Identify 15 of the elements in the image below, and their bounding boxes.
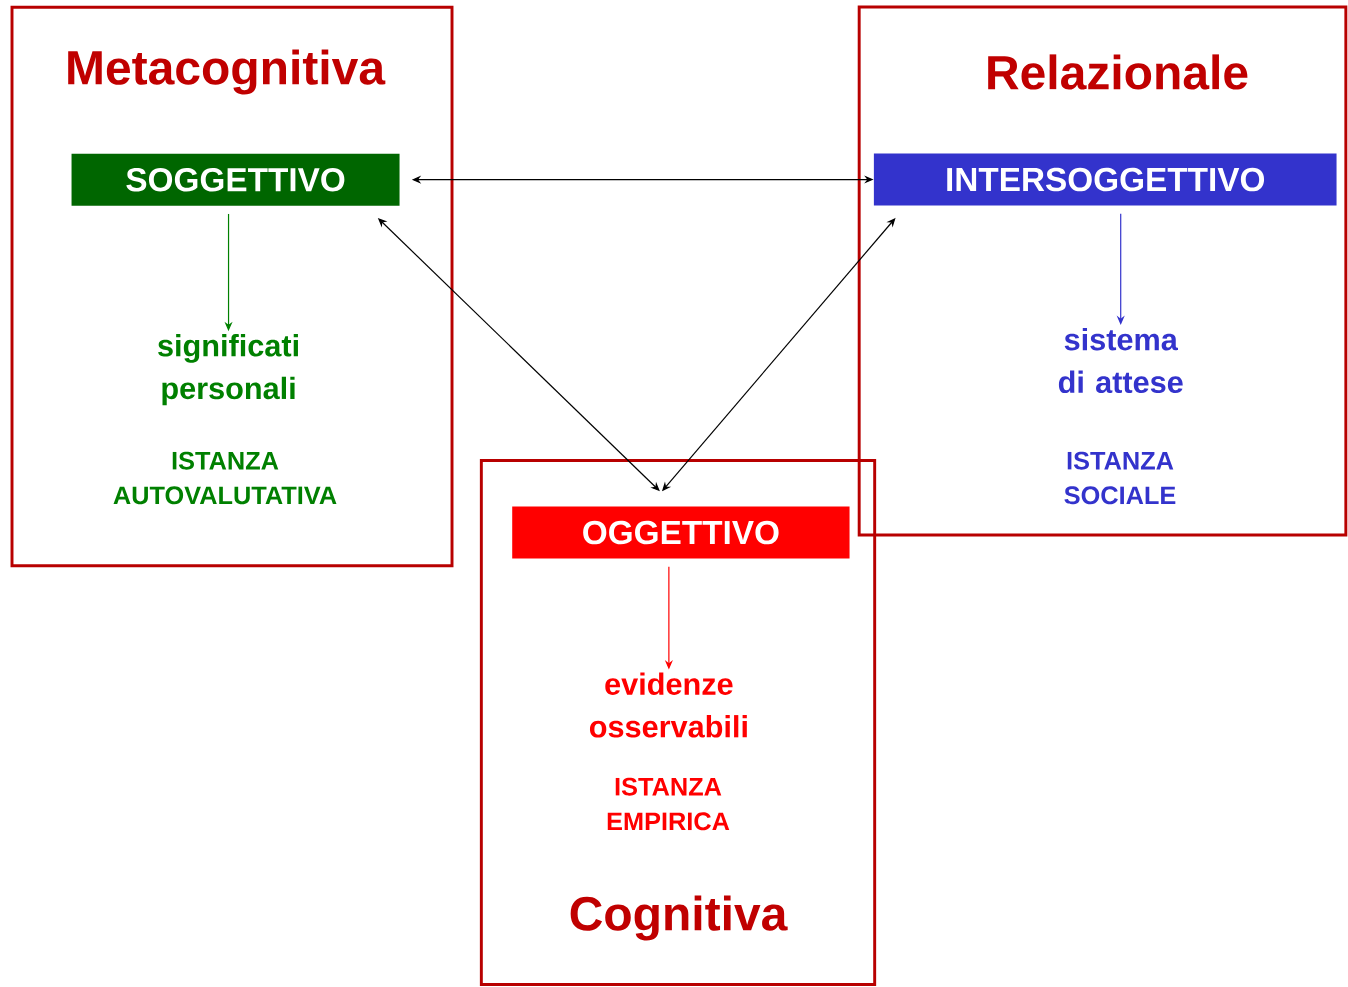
label-bar: OGGETTIVO — [512, 506, 850, 559]
concept-text: evidenze osservabili — [589, 672, 747, 738]
group-box — [10, 5, 454, 568]
concept-text: significati personali — [158, 334, 298, 406]
instance-label: ISTANZA AUTOVALUTATIVA — [113, 451, 337, 505]
instance-label: ISTANZA EMPIRICA — [607, 777, 730, 831]
box-heading: Relazionale — [988, 54, 1248, 90]
label-bar: SOGGETTIVO — [71, 153, 400, 206]
box-heading: Metacognitiva — [68, 49, 386, 95]
group-box — [857, 5, 1348, 537]
group-box — [479, 459, 877, 986]
instance-label: ISTANZA SOCIALE — [1064, 451, 1176, 505]
concept-text: sistema di attese — [1058, 327, 1183, 394]
box-heading: Cognitiva — [570, 895, 788, 941]
label-bar: INTERSOGGETTIVO — [873, 153, 1337, 206]
